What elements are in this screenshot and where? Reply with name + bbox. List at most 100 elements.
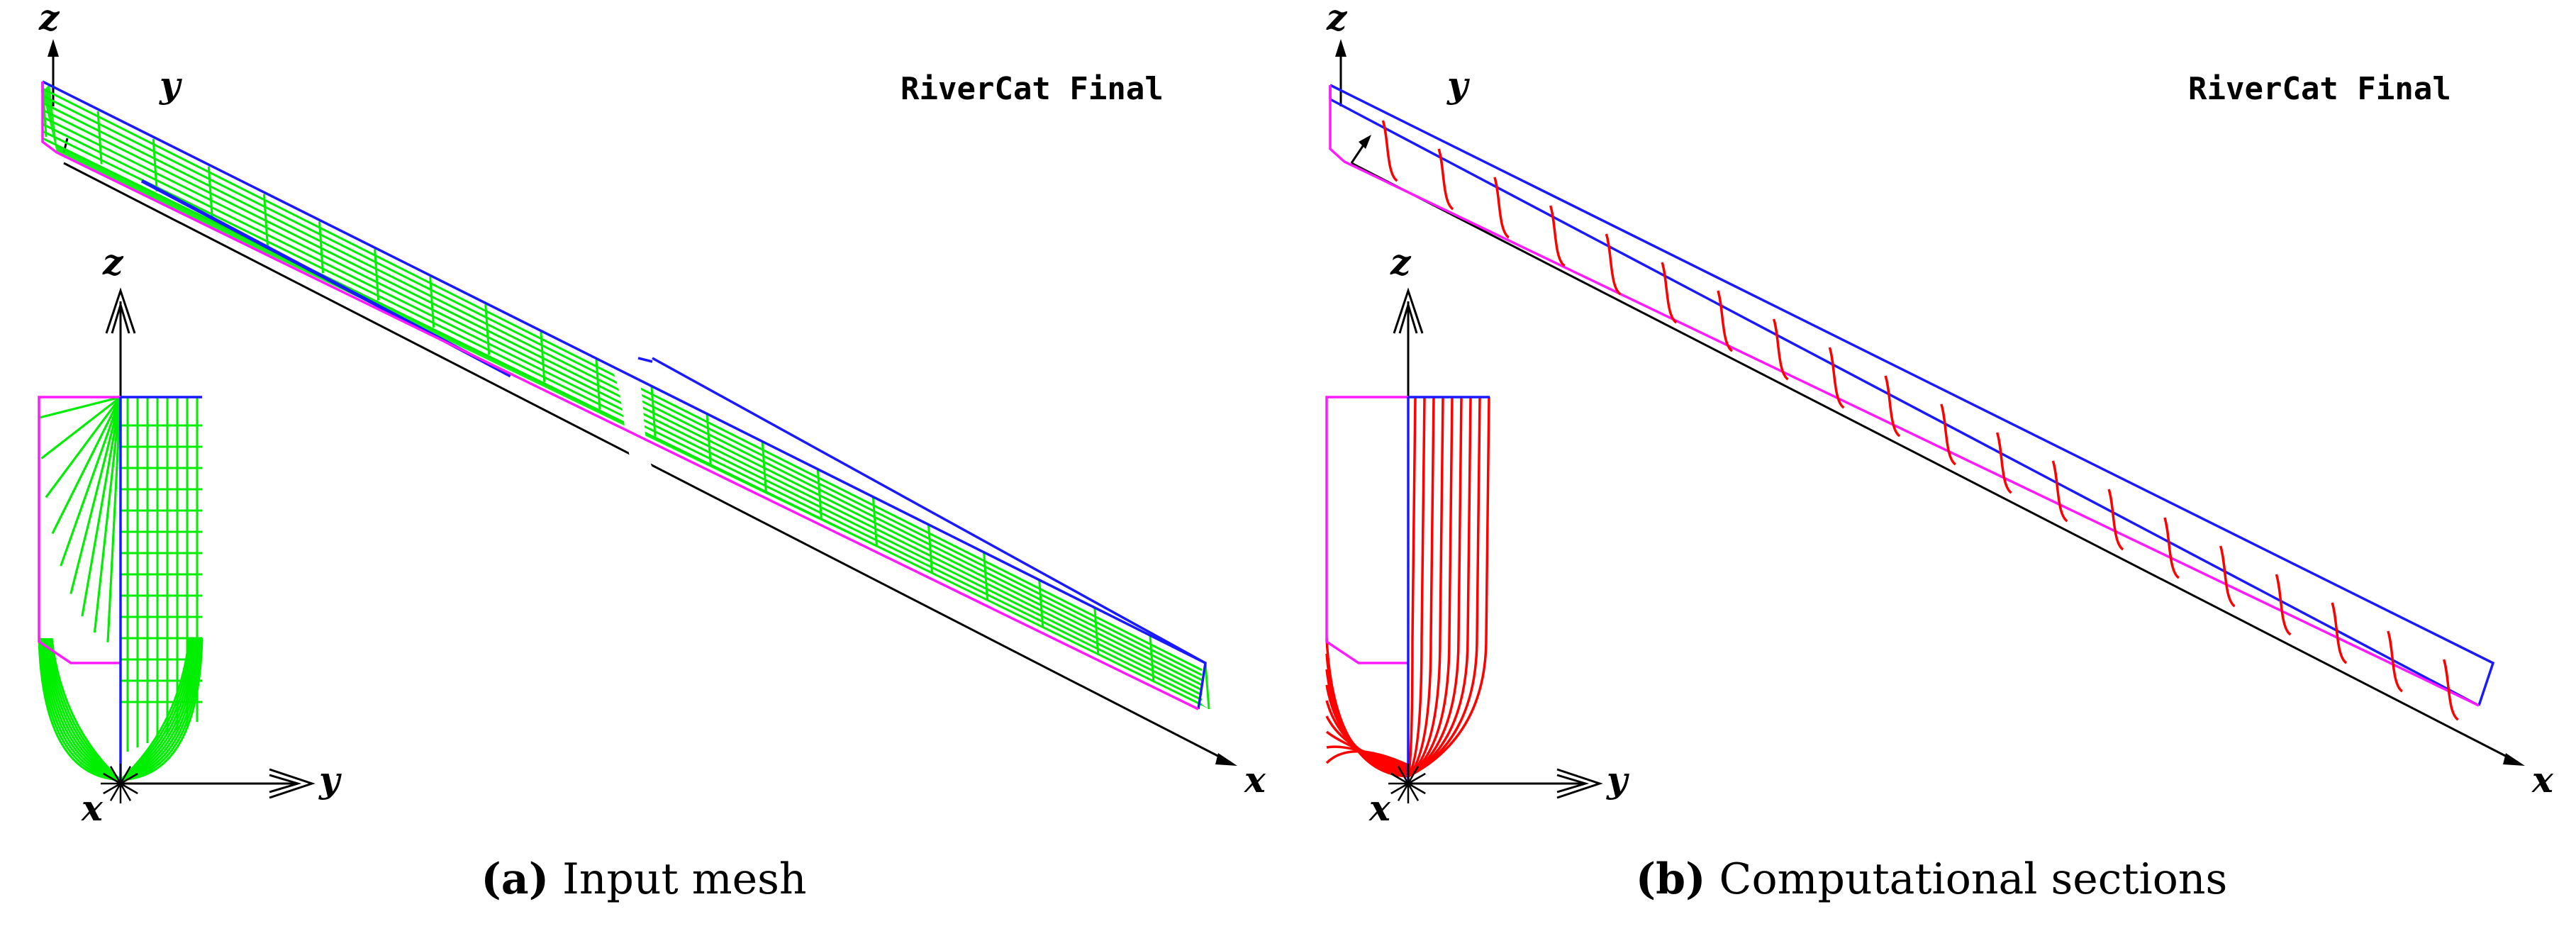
section-curve <box>1493 177 1510 239</box>
deck-edge-line <box>1329 84 2495 706</box>
origin-star-icon <box>1388 764 1428 803</box>
inset-grid-ray <box>45 396 122 498</box>
inset-z-arrow-icon <box>1393 287 1424 334</box>
mesh-waterline <box>42 137 1203 706</box>
y-axis-arrow-icon <box>1359 135 1371 149</box>
panel-computational-sections: RiverCat Final z y x z y x (b) Computati… <box>1288 0 2575 936</box>
inset-keel-outline <box>38 396 121 664</box>
inset-y-axis-label: y <box>1607 759 1628 801</box>
deck-centre-line <box>652 357 1206 664</box>
hull-mesh-drawing <box>38 39 1237 803</box>
origin-star-ray <box>109 766 122 784</box>
origin-star-ray <box>103 772 121 785</box>
section-curve <box>1772 318 1789 381</box>
mesh-frame-line <box>1204 662 1210 710</box>
caption-tag: (b) <box>1635 854 1706 904</box>
section-curve <box>1828 347 1845 409</box>
inset-section-curve-right <box>1407 396 1426 777</box>
z-axis-arrow-icon <box>1335 39 1346 57</box>
origin-star-ray <box>1407 772 1426 785</box>
section-curve <box>1884 375 1901 438</box>
inset-grid-ray <box>51 396 122 535</box>
origin-star-ray <box>1397 766 1410 784</box>
inset-grid-ray <box>93 396 122 633</box>
section-curve <box>2387 630 2404 693</box>
keel-line <box>41 82 1199 711</box>
panel-input-mesh: RiverCat Final z y x z y x (a) Input mes… <box>0 0 1288 904</box>
section-curve <box>2219 545 2236 608</box>
inset-section-curves <box>1325 396 1490 778</box>
inset-section-curve-right <box>1407 396 1490 778</box>
panel-title: RiverCat Final <box>901 71 1164 107</box>
mesh-frame-line <box>1149 635 1155 682</box>
section-curve <box>1995 432 2012 494</box>
caption-tag: (a) <box>481 854 550 904</box>
section-curve <box>2107 489 2124 551</box>
section-curve <box>2163 517 2180 579</box>
inset-section-curve-right <box>1407 396 1444 778</box>
section-curve <box>1437 148 1454 211</box>
inset-z-arrow-icon <box>105 287 136 334</box>
caption-text: Computational sections <box>1719 854 2228 904</box>
inset-z-axis-label: z <box>103 241 123 283</box>
inset-x-axis-label: x <box>82 787 103 829</box>
figure-caption: (b) Computational sections <box>1288 854 2575 904</box>
mesh-waterline <box>42 130 1203 701</box>
inset-grid-ray <box>81 396 122 617</box>
deck-inner-line <box>1329 98 2480 707</box>
origin-star-ray <box>1407 766 1420 784</box>
x-axis-arrow-icon <box>1215 753 1237 766</box>
section-curve <box>2051 460 2068 523</box>
origin-star-icon <box>101 764 140 803</box>
section-inset <box>1325 287 1603 803</box>
panel-title: RiverCat Final <box>2188 71 2451 107</box>
origin-star-ray <box>109 783 122 801</box>
x-axis-arrow-icon <box>2503 753 2525 766</box>
deck-step-line <box>637 357 653 363</box>
z-axis-label: z <box>1327 0 1347 38</box>
section-curve <box>1605 233 1622 296</box>
section-curves <box>1381 120 2459 721</box>
origin-star-ray <box>1397 783 1410 801</box>
inset-y-arrow-icon <box>1556 768 1603 799</box>
inset-keel-outline <box>1325 396 1408 664</box>
inset-grid-ray <box>39 396 121 419</box>
caption-text: Input mesh <box>562 854 807 904</box>
origin-star-ray <box>119 766 132 784</box>
inset-section-curve-left <box>1325 750 1409 767</box>
inset-grid-ray <box>69 396 122 594</box>
y-axis-label: y <box>160 64 181 106</box>
x-axis-label: x <box>1244 759 1266 801</box>
inset-y-axis-label: y <box>319 759 340 801</box>
inset-grid-ray <box>60 396 122 567</box>
inset-y-arrow-icon <box>269 768 316 799</box>
origin-star-ray <box>119 783 132 801</box>
hull-sections-drawing <box>1325 39 2525 803</box>
section-curve <box>1661 262 1678 324</box>
section-inset <box>38 287 316 803</box>
origin-star-ray <box>1390 782 1409 795</box>
inset-section-curve-left <box>1326 745 1409 768</box>
origin-star-ray <box>120 782 138 795</box>
inset-z-axis-label: z <box>1390 241 1411 283</box>
origin-star-ray <box>1407 782 1426 795</box>
inset-grid-ray <box>106 396 122 642</box>
section-curve <box>1381 120 1398 182</box>
figure-caption: (a) Input mesh <box>0 854 1288 904</box>
inset-section-curve-right <box>1407 396 1435 778</box>
hull-gap <box>613 372 652 468</box>
z-axis-label: z <box>39 0 60 38</box>
origin-star-ray <box>1407 783 1420 801</box>
inset-x-axis-label: x <box>1369 787 1390 829</box>
mesh-waterline <box>42 123 1203 696</box>
x-axis-line <box>1351 162 2519 764</box>
section-curve <box>1940 403 1957 466</box>
inset-grid-ray <box>40 396 121 459</box>
origin-star-ray <box>1390 772 1409 785</box>
keel-line <box>1329 85 2480 707</box>
origin-star-ray <box>103 782 121 795</box>
y-axis-label: y <box>1447 64 1468 106</box>
section-curve <box>2442 659 2459 721</box>
section-curve <box>2331 602 2348 664</box>
section-curve <box>2275 574 2292 636</box>
